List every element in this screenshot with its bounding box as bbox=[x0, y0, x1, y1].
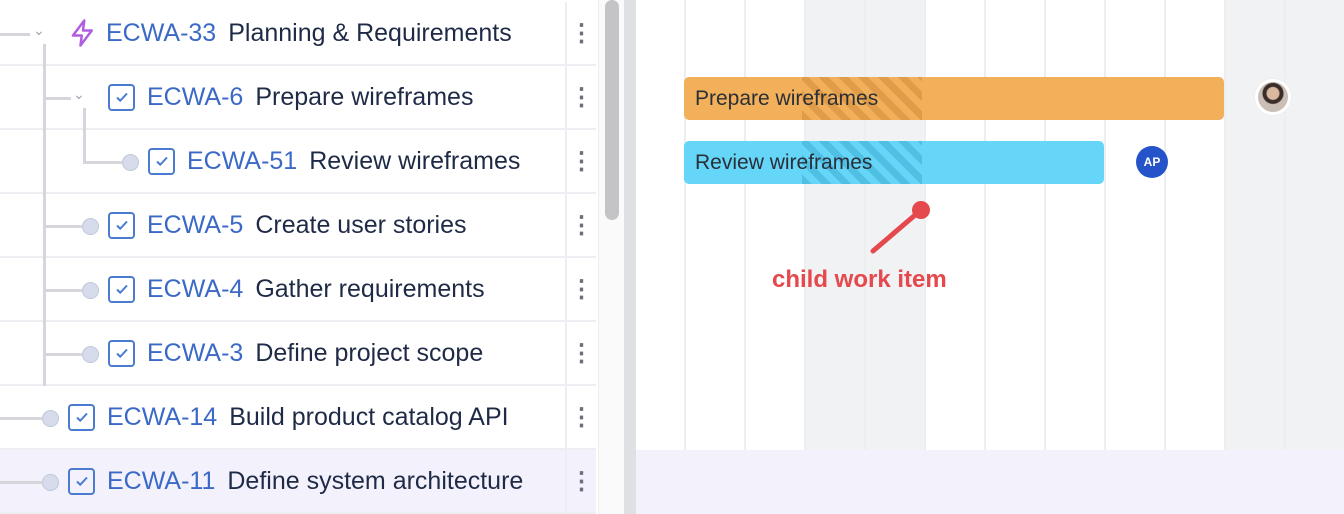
status-dot-icon bbox=[82, 218, 99, 235]
work-item-row[interactable]: ECWA-4 Gather requirements ⋮ bbox=[0, 258, 596, 322]
work-item-key[interactable]: ECWA-5 bbox=[147, 210, 244, 239]
task-checkbox-icon bbox=[68, 403, 95, 431]
bar-label: Prepare wireframes bbox=[695, 86, 879, 110]
work-item-title[interactable]: Prepare wireframes bbox=[255, 82, 474, 111]
assignee-avatar-photo[interactable] bbox=[1255, 79, 1291, 115]
task-checkbox-icon bbox=[108, 275, 135, 303]
work-item-title[interactable]: Planning & Requirements bbox=[228, 18, 512, 47]
annotation-label: child work item bbox=[772, 266, 947, 293]
work-item-row[interactable]: ECWA-6 Prepare wireframes ⋮ bbox=[0, 66, 596, 130]
work-item-key[interactable]: ECWA-33 bbox=[106, 18, 217, 47]
work-item-title[interactable]: Gather requirements bbox=[255, 274, 485, 303]
more-actions-button[interactable]: ⋮ bbox=[565, 386, 596, 448]
work-item-title[interactable]: Define system architecture bbox=[227, 466, 524, 495]
work-item-title[interactable]: Build product catalog API bbox=[229, 402, 509, 431]
task-checkbox-icon bbox=[68, 467, 95, 495]
work-item-key[interactable]: ECWA-11 bbox=[107, 466, 216, 495]
timeline-bar-prepare-wireframes[interactable]: Prepare wireframes bbox=[684, 77, 1224, 120]
timeline-column-line bbox=[1224, 0, 1226, 450]
timeline-column-line bbox=[984, 0, 986, 450]
annotation-pointer bbox=[870, 201, 930, 254]
timeline-column-line bbox=[1044, 0, 1046, 450]
work-item-title[interactable]: Create user stories bbox=[255, 210, 467, 239]
work-item-row[interactable]: ECWA-11 Define system architecture ⋮ bbox=[0, 450, 596, 514]
timeline-column-line bbox=[744, 0, 746, 450]
work-item-row[interactable]: ECWA-51 Review wireframes ⋮ bbox=[0, 130, 596, 194]
timeline-column-line bbox=[1284, 0, 1286, 450]
work-item-title[interactable]: Review wireframes bbox=[309, 146, 521, 175]
tree-line bbox=[0, 417, 45, 420]
work-item-key[interactable]: ECWA-14 bbox=[107, 402, 218, 431]
more-actions-button[interactable]: ⋮ bbox=[565, 258, 596, 320]
task-checkbox-icon bbox=[108, 83, 135, 111]
tree-line bbox=[43, 97, 71, 100]
timeline-column-line bbox=[1164, 0, 1166, 450]
work-item-key[interactable]: ECWA-51 bbox=[187, 146, 298, 175]
scrollbar-thumb[interactable] bbox=[605, 0, 619, 220]
work-item-key[interactable]: ECWA-3 bbox=[147, 338, 244, 367]
timeline-bar-review-wireframes[interactable]: Review wireframes bbox=[684, 141, 1104, 184]
work-item-row[interactable]: ECWA-5 Create user stories ⋮ bbox=[0, 194, 596, 258]
tree-line bbox=[43, 353, 85, 356]
tree-line bbox=[43, 289, 85, 292]
task-checkbox-icon bbox=[108, 211, 135, 239]
more-actions-button[interactable]: ⋮ bbox=[565, 130, 596, 192]
panel-resize-handle[interactable] bbox=[624, 0, 636, 514]
task-checkbox-icon bbox=[108, 339, 135, 367]
work-item-list: ECWA-33 Planning & Requirements ⋮ ECWA-6 Pre… bbox=[0, 0, 598, 514]
tree-line bbox=[0, 33, 30, 36]
more-actions-button[interactable]: ⋮ bbox=[565, 2, 596, 64]
work-item-row[interactable]: ECWA-3 Define project scope ⋮ bbox=[0, 322, 596, 386]
status-dot-icon bbox=[82, 346, 99, 363]
tree-line bbox=[83, 108, 86, 163]
timeline-column-line bbox=[804, 0, 806, 450]
timeline-column-line bbox=[1104, 0, 1106, 450]
more-actions-button[interactable]: ⋮ bbox=[565, 194, 596, 256]
list-scrollbar[interactable] bbox=[598, 0, 624, 514]
work-item-key[interactable]: ECWA-4 bbox=[147, 274, 244, 303]
tree-line bbox=[43, 44, 46, 386]
timeline-column-line bbox=[684, 0, 686, 450]
status-dot-icon bbox=[42, 410, 59, 427]
more-actions-button[interactable]: ⋮ bbox=[565, 66, 596, 128]
work-item-row[interactable]: ECWA-14 Build product catalog API ⋮ bbox=[0, 386, 596, 450]
tree-line bbox=[83, 161, 125, 164]
timeline-column-line bbox=[924, 0, 926, 450]
epic-lightning-icon bbox=[68, 18, 98, 48]
timeline-column-line bbox=[864, 0, 866, 450]
tree-line bbox=[0, 481, 45, 484]
tree-line bbox=[43, 225, 85, 228]
timeline-footer-row bbox=[636, 450, 1344, 514]
timeline-chart: Prepare wireframes Review wireframes AP bbox=[636, 0, 1344, 514]
expand-chevron-icon[interactable]: ⌄ bbox=[73, 86, 85, 102]
assignee-avatar-ap[interactable]: AP bbox=[1136, 146, 1168, 178]
more-actions-button[interactable]: ⋮ bbox=[565, 322, 596, 384]
status-dot-icon bbox=[122, 154, 139, 171]
work-item-title[interactable]: Define project scope bbox=[255, 338, 484, 367]
status-dot-icon bbox=[42, 474, 59, 491]
hatch-overlap bbox=[802, 77, 922, 120]
hatch-overlap bbox=[802, 141, 922, 184]
expand-chevron-icon[interactable]: ⌄ bbox=[33, 22, 45, 38]
bar-label: Review wireframes bbox=[695, 150, 873, 174]
work-item-row[interactable]: ECWA-33 Planning & Requirements ⋮ bbox=[0, 2, 596, 66]
work-item-key[interactable]: ECWA-6 bbox=[147, 82, 244, 111]
more-actions-button[interactable]: ⋮ bbox=[565, 450, 596, 512]
task-checkbox-icon bbox=[148, 147, 175, 175]
status-dot-icon bbox=[82, 282, 99, 299]
